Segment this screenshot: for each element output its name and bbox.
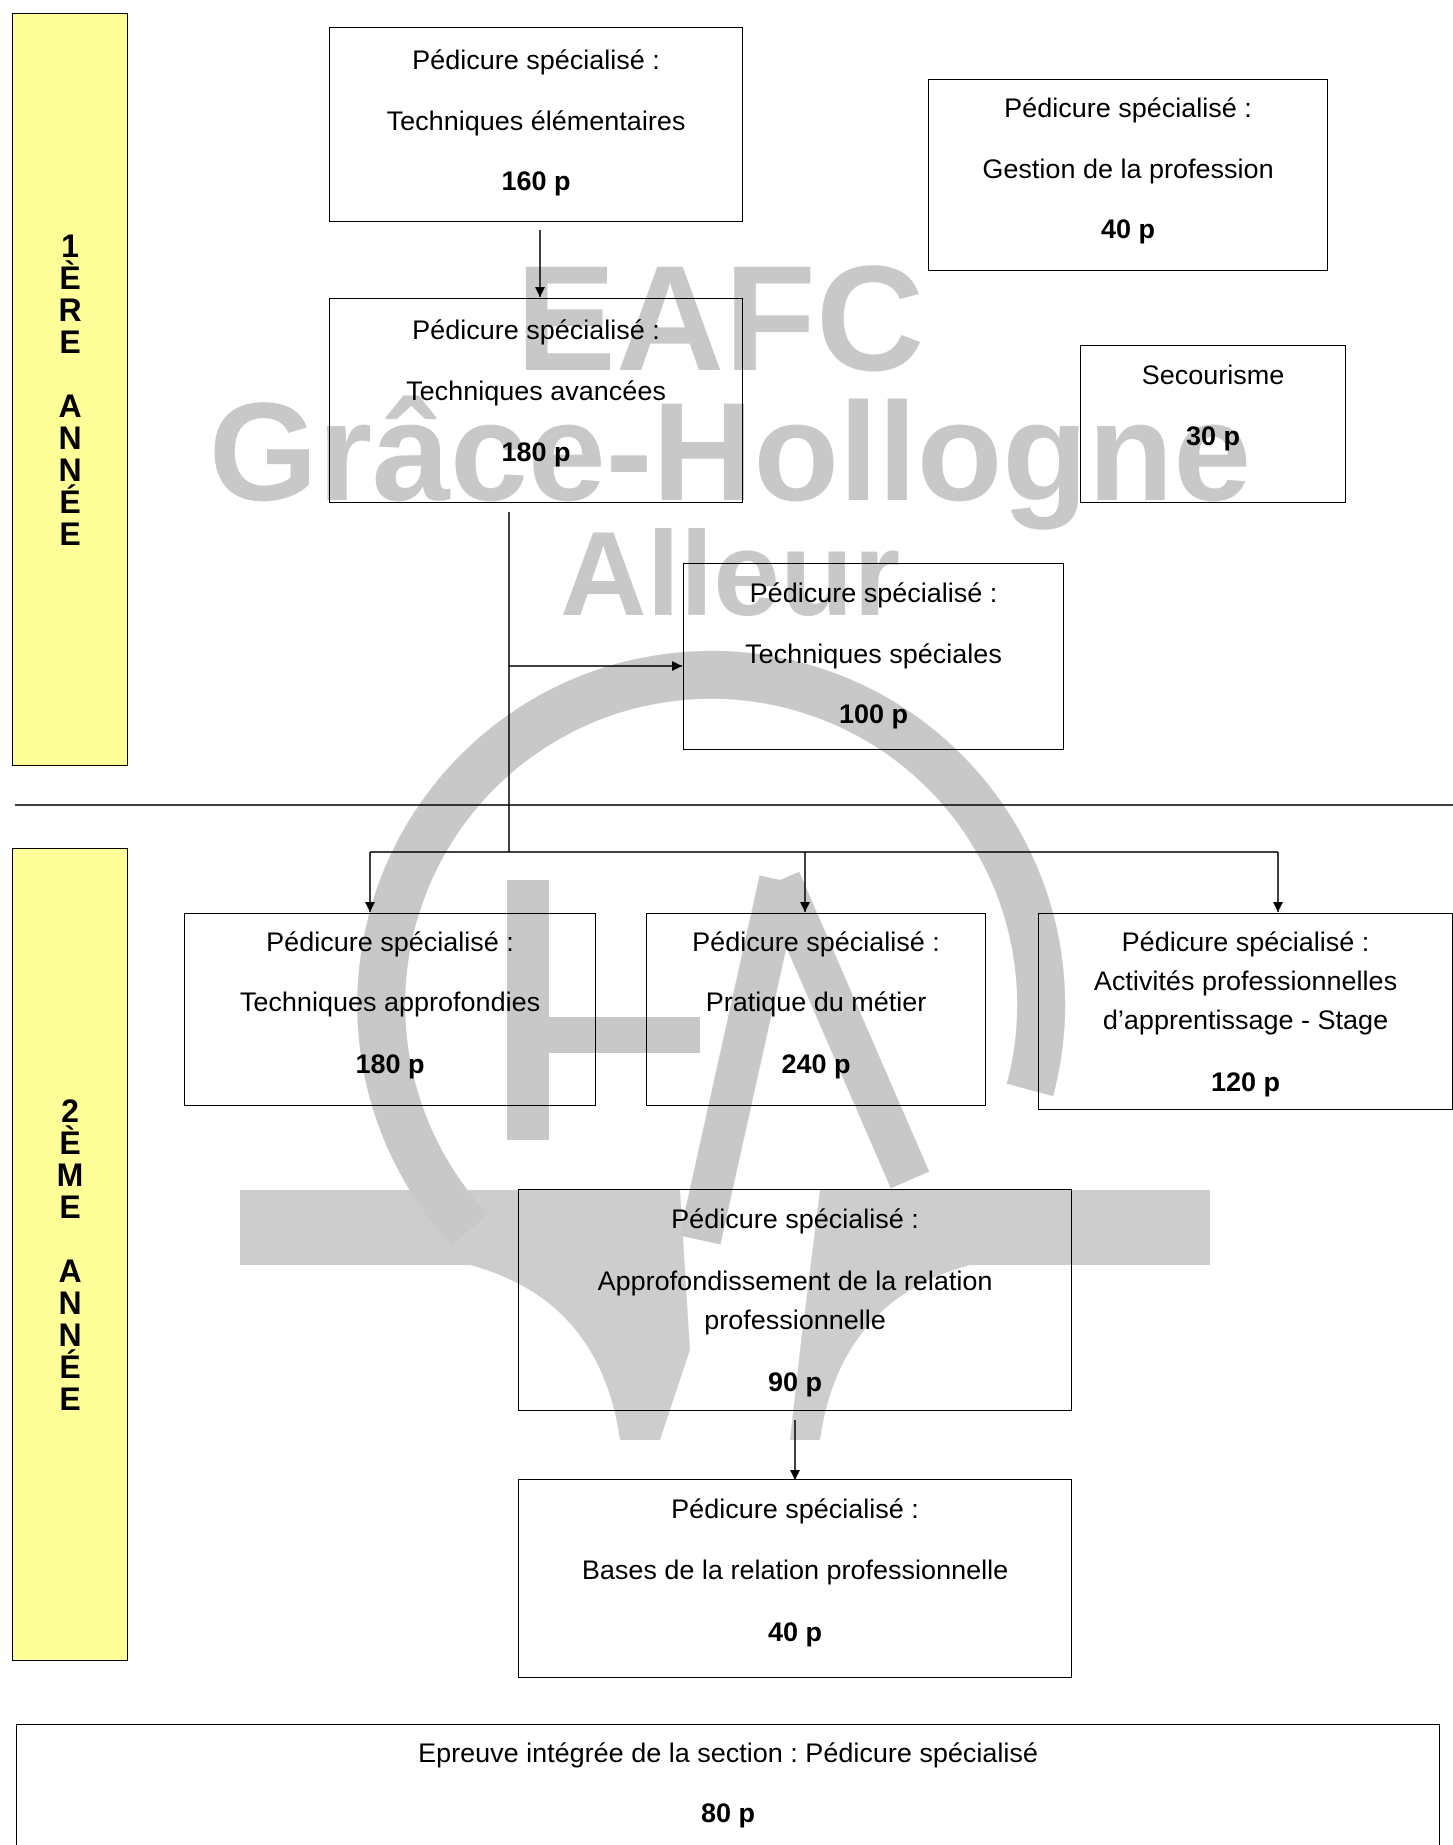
module-name: Pratique du métier (705, 987, 927, 1017)
module-techniques-avancees: Pédicure spécialisé : Techniques avancée… (329, 298, 743, 503)
year-2-char: È (59, 1124, 81, 1161)
module-periods: 90 p (767, 1367, 823, 1397)
year-2-char: E (59, 1188, 81, 1225)
watermark-text-grace-hollogne: Grâce-Hollogne (209, 373, 1251, 530)
year-2-char: N (58, 1284, 82, 1321)
module-periods: 80 p (700, 1798, 756, 1828)
year-1-char: N (58, 419, 82, 456)
module-techniques-speciales: Pédicure spécialisé : Techniques spécial… (683, 563, 1064, 750)
module-name: Epreuve intégrée de la section : Pédicur… (418, 1738, 1038, 1768)
module-epreuve-integree: Epreuve intégrée de la section : Pédicur… (16, 1724, 1440, 1845)
year-1-char: È (59, 259, 81, 296)
year-2-char: A (58, 1252, 82, 1289)
module-periods: 40 p (1100, 214, 1156, 244)
module-name: Techniques élémentaires (386, 106, 686, 136)
module-name: Gestion de la profession (982, 154, 1274, 184)
module-periods: 40 p (767, 1617, 823, 1647)
year-1-char: R (58, 291, 82, 328)
module-prefix: Pédicure spécialisé : (749, 578, 998, 608)
module-name: Techniques approfondies (239, 987, 541, 1017)
module-name: Bases de la relation professionnelle (581, 1555, 1009, 1585)
module-activites-professionnelles: Pédicure spécialisé : Activités professi… (1038, 913, 1453, 1110)
module-name: Secourisme (1141, 360, 1285, 390)
watermark-text-alleur: Alleur (560, 507, 900, 641)
year-1-char: A (58, 387, 82, 424)
year-2-char: E (59, 1380, 81, 1417)
module-name-line-1: Approfondissement de la relation (597, 1266, 993, 1296)
watermark-ring (357, 650, 1066, 1247)
year-1-char: E (59, 323, 81, 360)
year-2-label: 2 È M E A N N É E (12, 848, 128, 1661)
year-2-char: M (56, 1156, 84, 1193)
module-periods: 160 p (501, 166, 571, 196)
year-2-char: N (58, 1316, 82, 1353)
module-gestion-profession: Pédicure spécialisé : Gestion de la prof… (928, 79, 1328, 271)
module-periods: 30 p (1185, 421, 1241, 451)
module-name: Techniques spéciales (745, 639, 1002, 669)
module-prefix: Pédicure spécialisé : (671, 1204, 919, 1234)
watermark-right-leaf (790, 1190, 1210, 1440)
watermark-text-eafc: EAFC (516, 234, 924, 402)
module-prefix: Pédicure spécialisé : (412, 45, 660, 75)
year-1-label: 1 È R E A N N É E (12, 13, 128, 766)
module-techniques-approfondies: Pédicure spécialisé : Techniques approfo… (184, 913, 596, 1106)
module-prefix: Pédicure spécialisé : (412, 315, 660, 345)
module-techniques-elementaires: Pédicure spécialisé : Techniques élément… (329, 27, 743, 222)
module-periods: 120 p (1210, 1067, 1281, 1097)
watermark-a-left-leg (679, 875, 801, 1245)
module-bases-relation: Pédicure spécialisé : Bases de la relati… (518, 1479, 1072, 1678)
module-prefix: Pédicure spécialisé : (266, 927, 514, 957)
year-1-char: N (58, 451, 82, 488)
module-name-line-2: d’apprentissage - Stage (1102, 1005, 1389, 1035)
module-periods: 240 p (781, 1049, 851, 1079)
module-prefix: Pédicure spécialisé : (1004, 93, 1252, 123)
watermark-left-leaf (240, 1190, 690, 1440)
module-pratique-metier: Pédicure spécialisé : Pratique du métier… (646, 913, 986, 1106)
module-approfondissement-relation: Pédicure spécialisé : Approfondissement … (518, 1189, 1072, 1411)
module-name: Techniques avancées (406, 376, 666, 406)
year-1-char: É (59, 483, 81, 520)
year-1-char: 1 (61, 227, 79, 264)
module-prefix: Pédicure spécialisé : (671, 1494, 919, 1524)
module-periods: 180 p (501, 437, 571, 467)
module-name-line-1: Activités professionnelles (1093, 966, 1398, 996)
module-secourisme: Secourisme 30 p (1080, 345, 1346, 503)
year-1-char: E (59, 515, 81, 552)
year-2-char: É (59, 1348, 81, 1385)
module-periods: 100 p (838, 699, 909, 729)
module-periods: 180 p (355, 1049, 425, 1079)
module-name-line-2: professionnelle (704, 1305, 886, 1335)
watermark-a-right-leg (760, 871, 930, 1189)
module-prefix: Pédicure spécialisé : (692, 927, 940, 957)
year-2-char: 2 (61, 1092, 79, 1129)
module-prefix: Pédicure spécialisé : (1121, 927, 1370, 957)
